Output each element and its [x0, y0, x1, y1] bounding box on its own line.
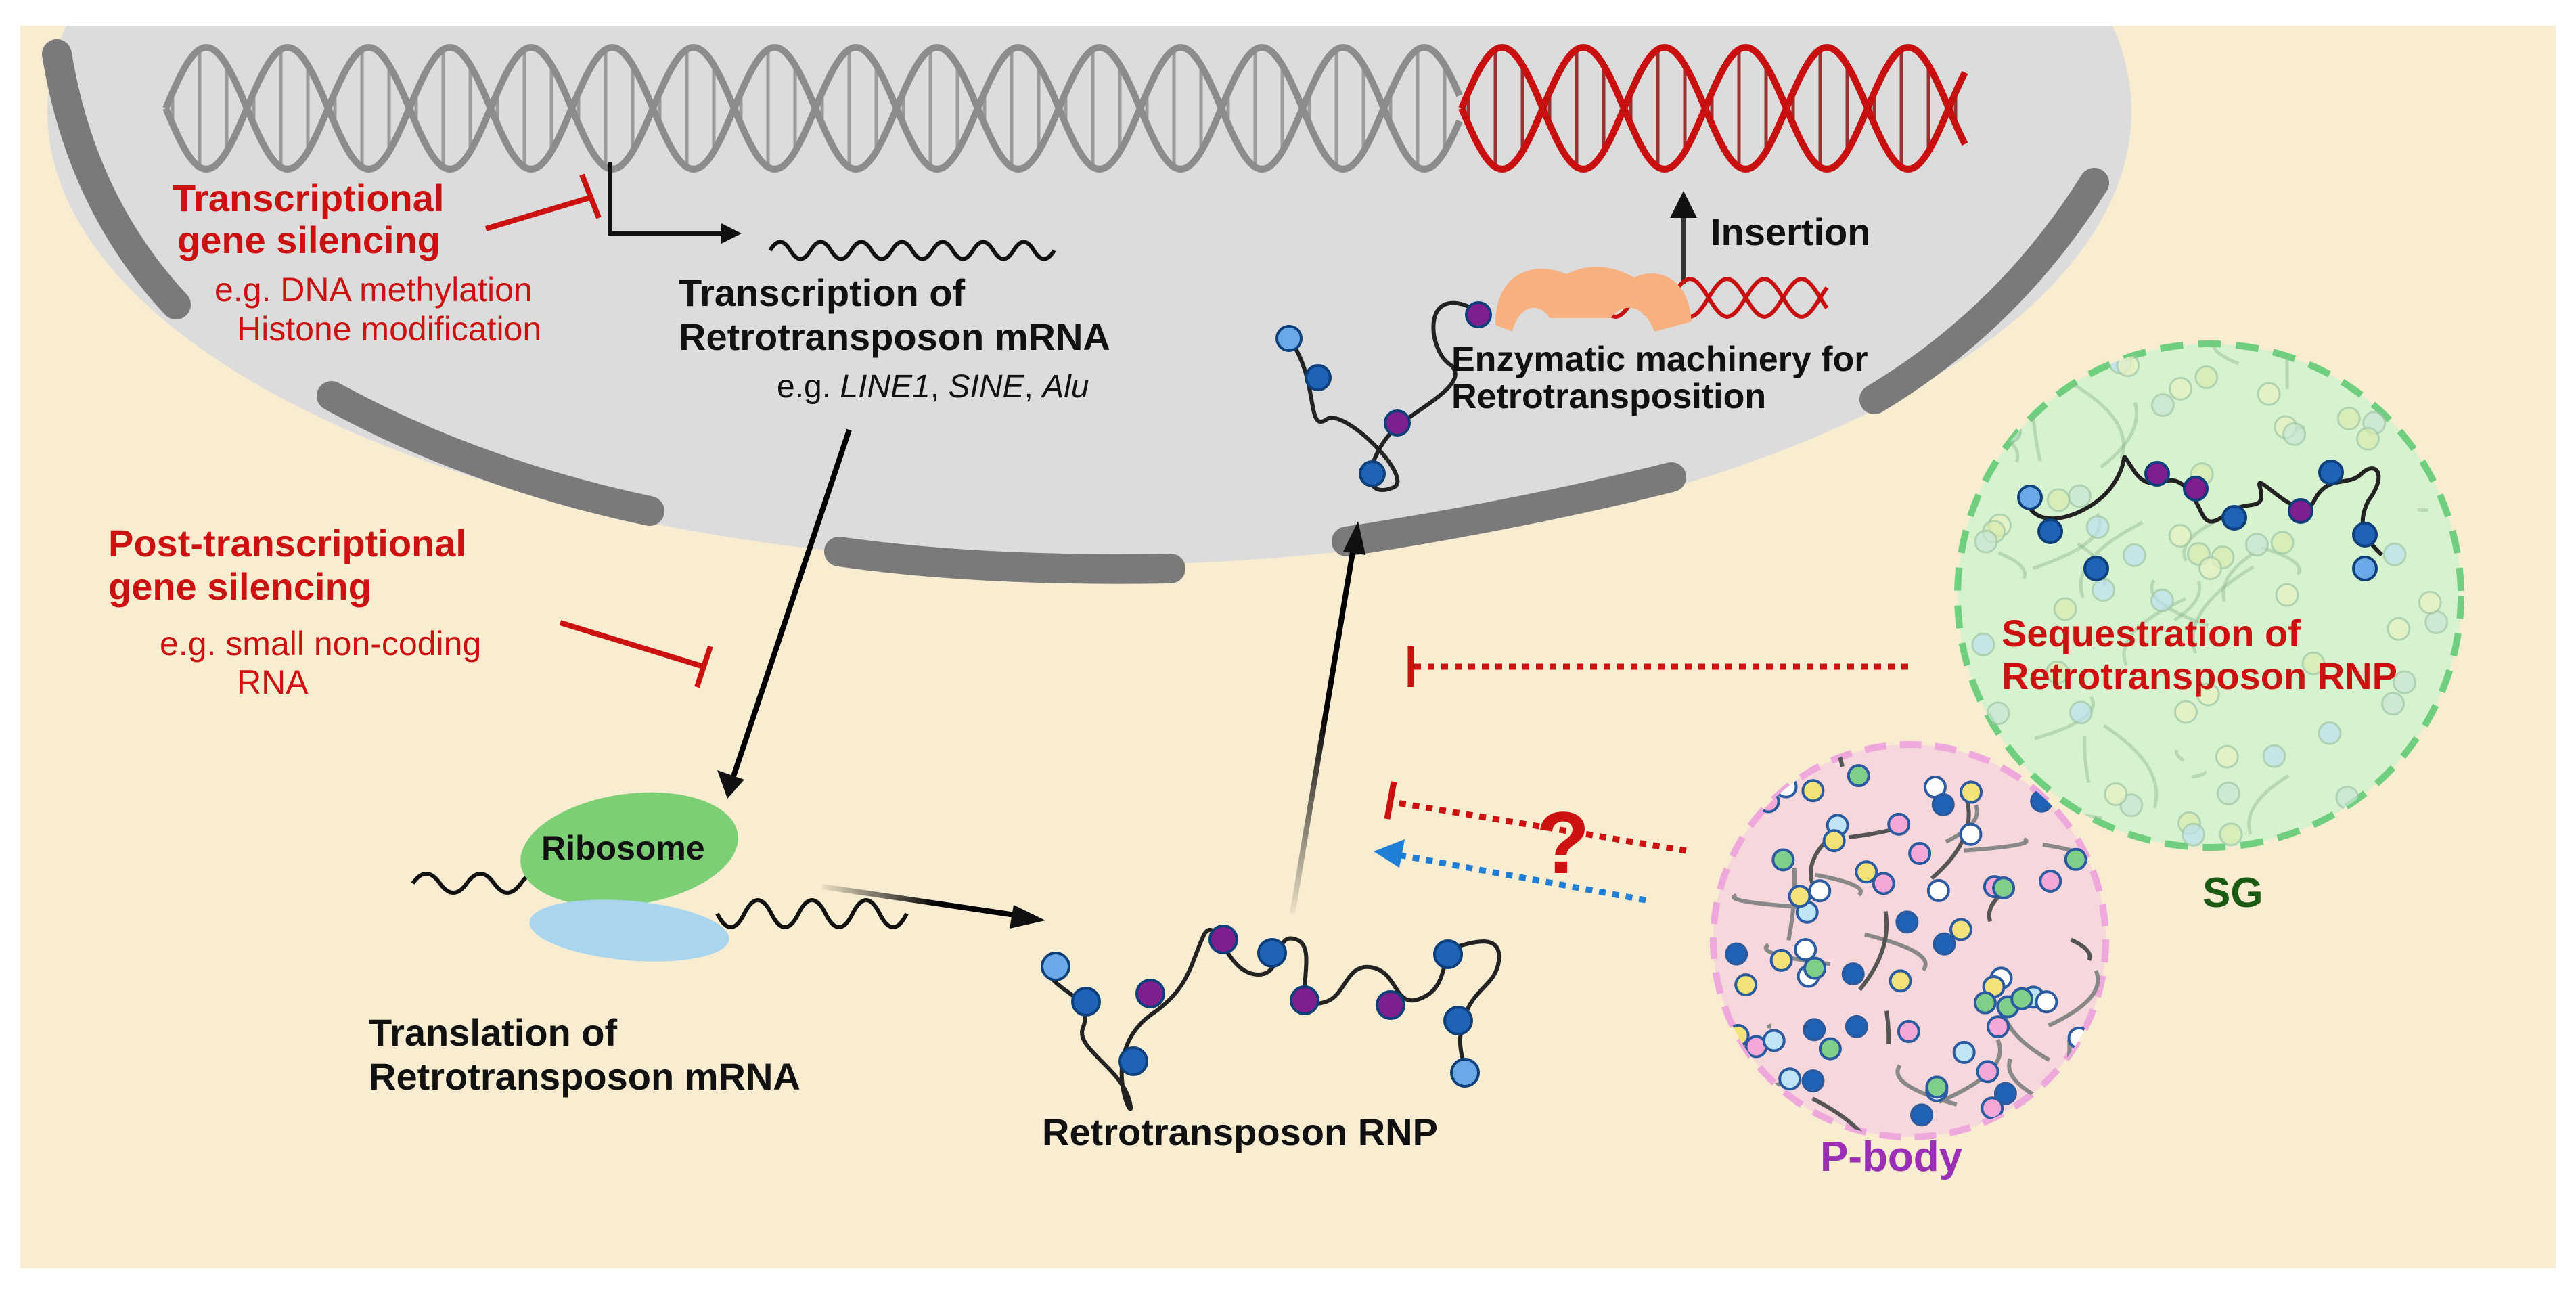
translation-arrow — [821, 884, 1016, 918]
post-transcriptional-silencing-label: Post-transcriptional — [108, 522, 466, 564]
translation-label-2: Retrotransposon mRNA — [369, 1055, 800, 1098]
nuclear-rnp-beads — [1275, 301, 1492, 487]
ribosome-label: Ribosome — [541, 829, 705, 867]
sg-rnp-beads — [2017, 460, 2378, 581]
translation-arrowhead — [1010, 905, 1045, 929]
nuclear-import-arrow — [1290, 548, 1356, 914]
post-transcriptional-examples: e.g. small non-coding — [160, 625, 481, 663]
p-body-contents — [1722, 744, 2102, 1137]
post-transcriptional-inhibition-symbol — [559, 620, 713, 688]
export-arrow — [730, 428, 852, 780]
enzymatic-machinery-label-2: Retrotransposition — [1451, 377, 1766, 416]
cytoplasmic-rnp-strand — [1043, 927, 1501, 1111]
mrna-strand — [768, 240, 1056, 261]
ribosome-large-subunit — [520, 792, 738, 907]
question-mark: ? — [1536, 793, 1589, 892]
post-transcriptional-examples-2: RNA — [237, 663, 309, 701]
post-transcriptional-silencing-label-2: gene silencing — [108, 565, 371, 608]
enzyme-machinery — [1495, 267, 1692, 332]
nucleus — [47, 26, 2131, 565]
dna-double-helix — [162, 43, 1463, 173]
transcription-examples: e.g. LINE1, SINE, Alu — [777, 369, 1089, 405]
pbody-promotion-line — [1374, 839, 1646, 904]
inserted-dna-segment — [1458, 43, 1968, 173]
translation-label: Translation of — [369, 1011, 617, 1054]
transcription-label-2: Retrotransposon mRNA — [679, 315, 1110, 358]
transcriptional-inhibition-symbol — [484, 173, 602, 231]
enzymatic-machinery-label: Enzymatic machinery for — [1451, 340, 1868, 379]
rnp-label: Retrotransposon RNP — [1042, 1111, 1438, 1153]
transcription-start-arrow — [608, 162, 742, 244]
transcriptional-silencing-label-2: gene silencing — [177, 219, 440, 261]
nuclear-envelope — [42, 39, 2109, 584]
sequestration-label: Sequestration of — [2002, 612, 2301, 654]
export-arrowhead — [717, 770, 744, 799]
transcriptional-examples-2: Histone modification — [237, 310, 541, 348]
sequestration-label-2: Retrotransposon RNP — [2002, 654, 2397, 697]
nuclear-import-arrowhead — [1343, 521, 1365, 555]
insertion-label: Insertion — [1711, 210, 1870, 253]
transcriptional-examples: e.g. DNA methylation — [214, 271, 533, 309]
sg-rnp-strand — [2025, 455, 2384, 557]
transcription-label: Transcription of — [679, 271, 965, 314]
cytoplasmic-rnp-beads — [1041, 925, 1480, 1088]
transcriptional-silencing-label: Transcriptional — [173, 177, 444, 219]
pbody-inhibition-line — [1384, 781, 1687, 854]
ribosome-small-subunit — [529, 899, 729, 962]
sg-inhibition-line — [1407, 646, 1908, 687]
pbody-label: P-body — [1820, 1134, 1963, 1180]
sg-label: SG — [2202, 870, 2263, 916]
